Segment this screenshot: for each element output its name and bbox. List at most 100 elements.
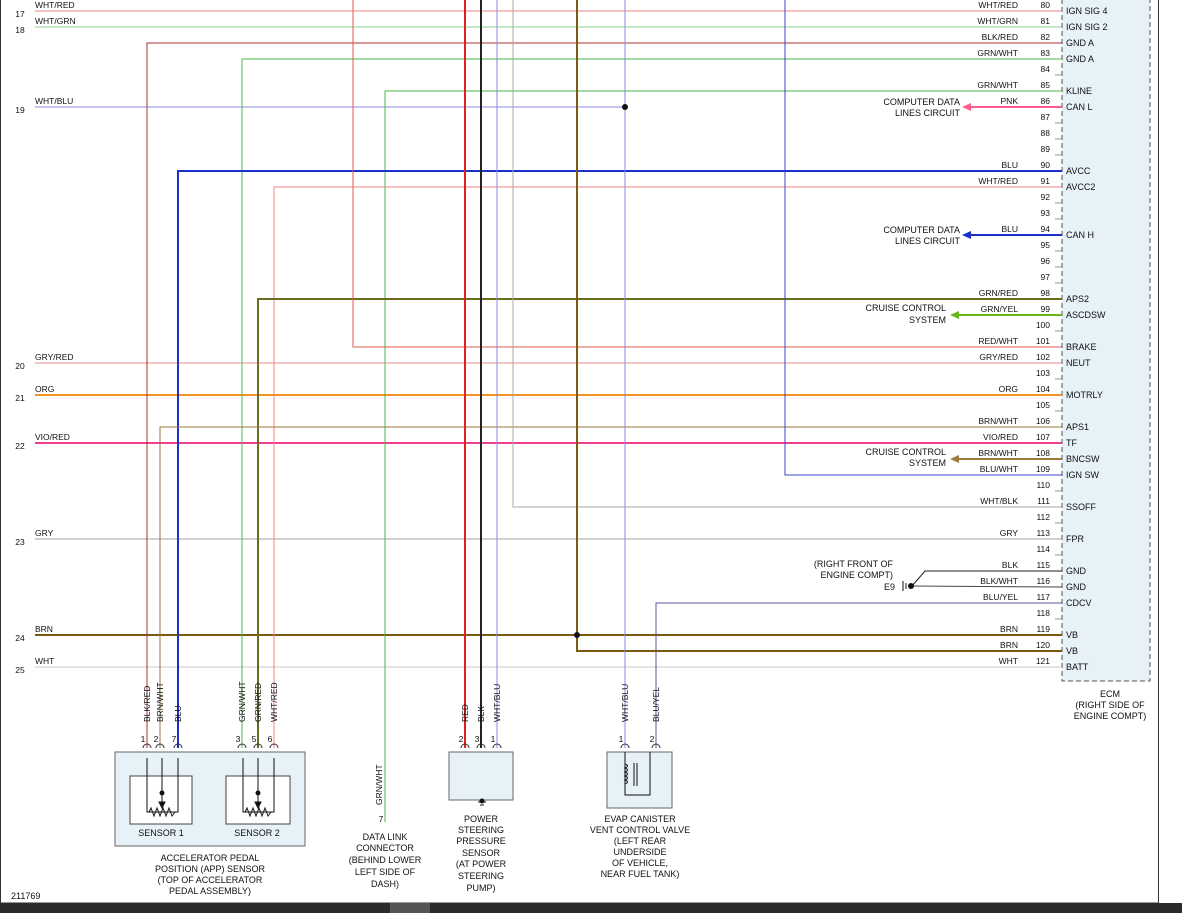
- connector-cup-icon: [237, 743, 247, 749]
- dlc-wire-label: GRN/WHT: [374, 764, 384, 805]
- dlc-caption-4: LEFT SIDE OF: [355, 867, 416, 877]
- ps-wire-pin: 2: [459, 734, 464, 744]
- app-caption-4: PEDAL ASSEMBLY): [169, 886, 251, 896]
- ps-wire-pin: 3: [475, 734, 480, 744]
- connector-cup-icon: [269, 743, 279, 749]
- ecm-pin-number: 111: [1037, 496, 1050, 506]
- ecm-pin-signal: GND A: [1066, 38, 1094, 48]
- ecm-wire-label: GRY: [1000, 528, 1019, 538]
- ecm-pin-number: 115: [1036, 560, 1050, 570]
- sensor2-label: SENSOR 2: [234, 828, 280, 838]
- ecm-pin-signal: AVCC2: [1066, 182, 1095, 192]
- ecm-pin-number: 118: [1036, 608, 1050, 618]
- connector-cup-icon: [173, 743, 183, 749]
- wire-grn-wht-83: [241, 58, 1062, 748]
- ecm-wire-label: VIO/RED: [983, 432, 1018, 442]
- ecm-pin-number: 99: [1041, 304, 1051, 314]
- diagram-id: 211769: [11, 891, 40, 901]
- left-wire-label: ORG: [35, 384, 54, 394]
- ecm-pin-signal: CAN H: [1066, 230, 1094, 240]
- ps-caption-6: STEERING: [458, 871, 504, 881]
- ecm-pin-signal: VB: [1066, 646, 1078, 656]
- wire-blk-wht-116: [911, 585, 1063, 588]
- ecm-pin-number: 85: [1041, 80, 1051, 90]
- left-wire-ref: 19: [15, 105, 25, 115]
- app-wire-label: BLU: [173, 705, 183, 722]
- ecm-wire-label: BRN/WHT: [978, 448, 1018, 458]
- ecm-pin-number: 117: [1036, 592, 1050, 602]
- ecm-wire-label: BLU/WHT: [980, 464, 1018, 474]
- ecm-pin-number: 108: [1036, 448, 1050, 458]
- evap-caption-5: OF VEHICLE,: [612, 858, 668, 868]
- ecm-pin-number: 100: [1036, 320, 1050, 330]
- evap-wire-pin: 1: [619, 734, 624, 744]
- ecm-pin-signal: BNCSW: [1066, 454, 1100, 464]
- ecm-caption-1: ECM: [1100, 689, 1120, 699]
- wire-grn-red: [257, 298, 1062, 748]
- connector-cup-icon: [651, 743, 661, 749]
- app-wire-pin: 7: [172, 734, 177, 744]
- ps-wire-label: BLK: [476, 706, 486, 722]
- ps-caption-2: STEERING: [458, 825, 504, 835]
- ecm-pin-signal: IGN SIG 4: [1066, 6, 1108, 16]
- component-wire-labels: 1BLK/RED2BRN/WHT7BLU3GRN/WHT5GRN/RED6WHT…: [141, 681, 661, 824]
- evap-caption-3: (LEFT REAR: [614, 836, 667, 846]
- wire-layer: [35, 0, 1063, 822]
- dlc-caption-5: DASH): [371, 879, 399, 889]
- ecm-pin-number: 84: [1041, 64, 1051, 74]
- can-h-note-line2: LINES CIRCUIT: [895, 236, 961, 246]
- arrow-icon: [950, 455, 959, 463]
- connector-cup-icon: [476, 743, 486, 749]
- ps-caption-1: POWER: [464, 814, 499, 824]
- app-wire-pin: 1: [141, 734, 146, 744]
- ecm-pin-signal: FPR: [1066, 534, 1085, 544]
- dlc-caption-2: CONNECTOR: [356, 843, 414, 853]
- ecm-pin-signal: BATT: [1066, 662, 1089, 672]
- ecm-pin-signal: AVCC: [1066, 166, 1091, 176]
- dlc-pin: 7: [379, 814, 384, 824]
- ecm-pin-number: 91: [1041, 176, 1051, 186]
- ps-pressure-sensor: POWER STEERING PRESSURE SENSOR (AT POWER…: [448, 751, 514, 893]
- ecm-pin-signal: TF: [1066, 438, 1077, 448]
- ecm-wire-label: RED/WHT: [978, 336, 1018, 346]
- ecm-pin-number: 87: [1041, 112, 1051, 122]
- ecm-pin-number: 121: [1036, 656, 1050, 666]
- ecm-pin-number: 82: [1041, 32, 1051, 42]
- ascdsw-note: CRUISE CONTROL SYSTEM: [865, 303, 946, 325]
- ecm-pin-number: 106: [1036, 416, 1050, 426]
- app-wire-label: GRN/WHT: [237, 681, 247, 722]
- ecm-pin-number: 116: [1036, 576, 1050, 586]
- ps-wire-label: WHT/BLU: [492, 684, 502, 722]
- left-wire-label: WHT/BLU: [35, 96, 73, 106]
- ps-caption-3: PRESSURE: [456, 836, 506, 846]
- ps-caption-4: SENSOR: [462, 848, 501, 858]
- ecm-box: [1061, 0, 1151, 682]
- ecm-pin-number: 95: [1041, 240, 1051, 250]
- ecm-pin-signal: MOTRLY: [1066, 390, 1103, 400]
- left-wire-labels: 17WHT/RED18WHT/GRN19WHT/BLU20GRY/RED21OR…: [15, 0, 75, 675]
- ecm-wire-label: BLU/YEL: [983, 592, 1018, 602]
- left-wire-label: GRY: [35, 528, 54, 538]
- ps-sensor-box: [448, 751, 514, 801]
- ecm-wire-label: BLK/RED: [982, 32, 1018, 42]
- ecm-caption-2: (RIGHT SIDE OF: [1075, 700, 1145, 710]
- evap-wire-label: BLU/YEL: [651, 687, 661, 722]
- ecm-wire-label: GRN/WHT: [977, 80, 1018, 90]
- app-sensor: SENSOR 1 SENSOR 2 ACCELERATOR PEDAL POSI…: [114, 751, 306, 896]
- brn-splice-dot: [574, 632, 580, 638]
- evap-vent-valve: EVAP CANISTER VENT CONTROL VALVE (LEFT R…: [590, 751, 690, 879]
- ecm-pin-number: 110: [1036, 480, 1050, 490]
- ecm-wire-label: GRY/RED: [979, 352, 1018, 362]
- ecm-pin-number: 94: [1041, 224, 1051, 234]
- ecm-wire-label: BRN/WHT: [978, 416, 1018, 426]
- app-wire-pin: 5: [252, 734, 257, 744]
- wire-grn-wht-85: [384, 90, 1062, 822]
- ascdsw-note-line1: CRUISE CONTROL: [865, 303, 946, 313]
- can-l-note: COMPUTER DATA LINES CIRCUIT: [883, 97, 960, 118]
- solenoid-coil-icon: [623, 752, 651, 796]
- ecm-pin-number: 88: [1041, 128, 1051, 138]
- bottom-bar: [0, 903, 1182, 913]
- app-caption-2: POSITION (APP) SENSOR: [155, 864, 266, 874]
- ecm-pin-signal: IGN SIG 2: [1066, 22, 1108, 32]
- left-wire-label: VIO/RED: [35, 432, 70, 442]
